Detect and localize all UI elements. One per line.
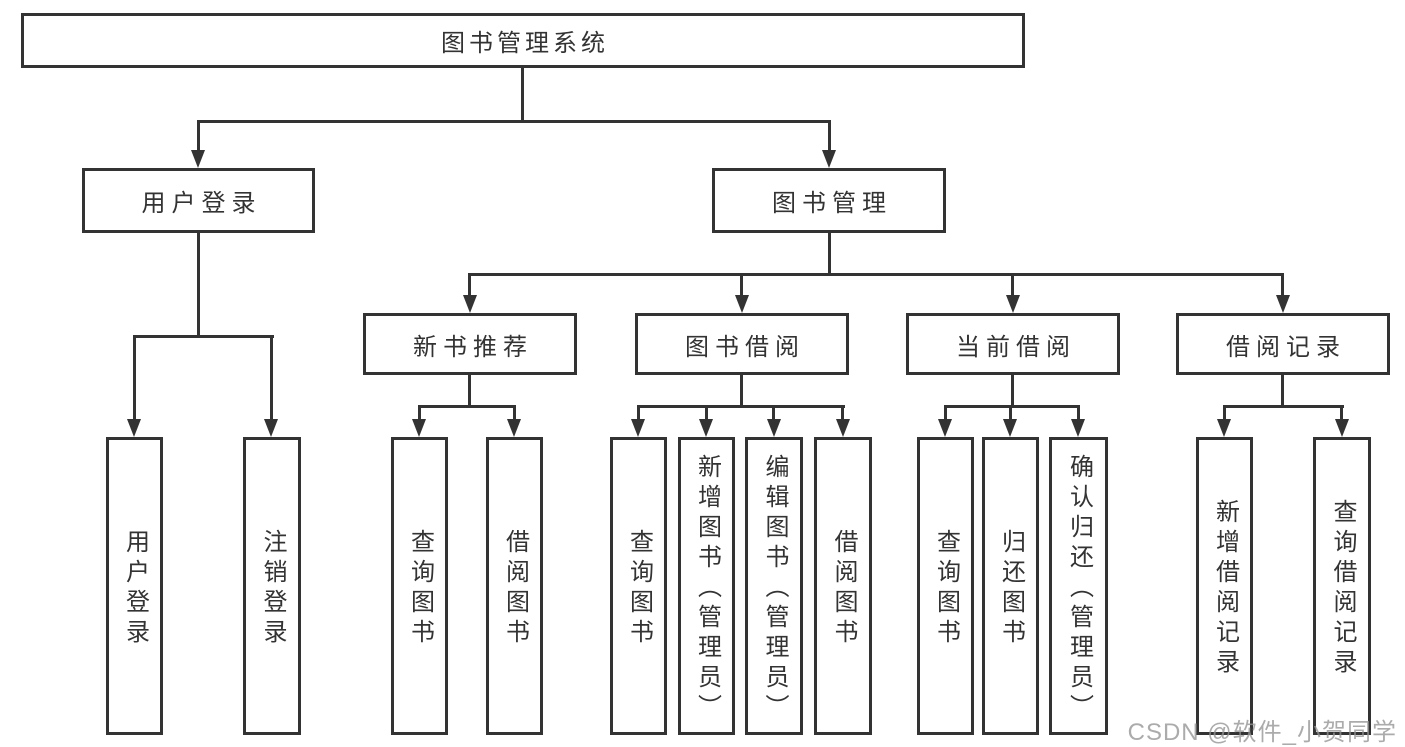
arrow-down-icon [191, 150, 205, 168]
node-label: 新书推荐 [413, 333, 533, 361]
leaf-bb-add-books: 新增图书（管理员） [678, 437, 735, 735]
node-label: 新增图书（管理员） [693, 454, 721, 724]
edge-borrow-records-stem [1281, 375, 1284, 405]
node-label: 查询图书 [625, 529, 653, 649]
arrow-down-icon [264, 419, 278, 437]
leaf-br-query-record: 查询借阅记录 [1313, 437, 1371, 735]
leaf-bb-edit-books: 编辑图书（管理员） [745, 437, 803, 735]
node-label: 注销登录 [259, 529, 286, 649]
node-label: 用户登录 [121, 529, 149, 649]
edge-drop-leaf-logout [270, 335, 273, 420]
leaf-bb-borrow-books: 借阅图书 [814, 437, 872, 735]
arrow-down-icon [463, 295, 477, 313]
edge-drop-borrow-records [1281, 273, 1284, 295]
edge-user-login-bar [133, 335, 274, 338]
arrow-down-icon [767, 419, 781, 437]
node-label: 新增借阅记录 [1211, 499, 1239, 679]
node-user-login: 用户登录 [82, 168, 315, 233]
edge-drop-cb-return [1009, 405, 1012, 419]
leaf-nbr-borrow-books: 借阅图书 [486, 437, 543, 735]
edge-book-mgmt-bar [468, 273, 1284, 276]
edge-root-bar [197, 120, 831, 123]
edge-drop-cb-confirm [1077, 405, 1080, 419]
edge-current-borrow-bar [944, 405, 1080, 408]
node-label: 用户登录 [141, 190, 262, 217]
edge-drop-book-borrow [740, 273, 743, 295]
node-label: 确认归还（管理员） [1065, 454, 1093, 724]
edge-drop-bb-add [705, 405, 708, 419]
leaf-bb-query-books: 查询图书 [610, 437, 667, 735]
arrow-down-icon [1217, 419, 1231, 437]
arrow-down-icon [507, 419, 521, 437]
node-new-book-rec: 新书推荐 [363, 313, 577, 375]
node-label: 图书管理 [772, 190, 892, 217]
edge-drop-leaf-login [133, 335, 136, 420]
node-label: 查询图书 [406, 529, 434, 649]
edge-drop-cb-query [944, 405, 947, 419]
arrow-down-icon [1276, 295, 1290, 313]
edge-user-login-stem [197, 233, 200, 335]
leaf-nbr-query-books: 查询图书 [391, 437, 448, 735]
edge-new-book-rec-stem [468, 375, 471, 405]
edge-drop-bb-edit [772, 405, 775, 419]
csdn-watermark: CSDN @软件_小贺同学 [1127, 719, 1397, 746]
node-label: 借阅图书 [501, 529, 529, 649]
node-current-borrow: 当前借阅 [906, 313, 1120, 375]
node-label: 图书借阅 [685, 333, 805, 361]
arrow-down-icon [1006, 295, 1020, 313]
arrow-down-icon [1335, 419, 1349, 437]
arrow-down-icon [1003, 419, 1017, 437]
arrow-down-icon [836, 419, 850, 437]
node-label: 查询图书 [932, 529, 960, 649]
edge-root-stem [521, 68, 524, 120]
arrow-down-icon [1071, 419, 1085, 437]
edge-drop-br-query [1340, 405, 1343, 419]
node-label: 图书管理系统 [441, 30, 609, 57]
leaf-user-login: 用户登录 [106, 437, 163, 735]
leaf-logout: 注销登录 [243, 437, 301, 735]
edge-drop-new-book-rec [468, 273, 471, 295]
node-borrow-records: 借阅记录 [1176, 313, 1390, 375]
arrow-down-icon [412, 419, 426, 437]
edge-drop-bb-borrow [841, 405, 844, 419]
edge-book-mgmt-stem [828, 233, 831, 276]
edge-drop-br-add [1223, 405, 1226, 419]
node-label: 借阅图书 [830, 529, 857, 649]
arrow-down-icon [631, 419, 645, 437]
edge-drop-nbr-borrow [513, 405, 516, 419]
edge-drop-current-borrow [1011, 273, 1014, 295]
node-label: 借阅记录 [1226, 333, 1346, 361]
arrow-down-icon [127, 419, 141, 437]
leaf-cb-return-books: 归还图书 [982, 437, 1039, 735]
node-book-borrow: 图书借阅 [635, 313, 849, 375]
node-label: 归还图书 [997, 529, 1025, 649]
leaf-br-add-record: 新增借阅记录 [1196, 437, 1253, 735]
leaf-cb-query-books: 查询图书 [917, 437, 974, 735]
edge-book-borrow-bar [637, 405, 845, 408]
leaf-cb-confirm-return: 确认归还（管理员） [1049, 437, 1108, 735]
edge-drop-nbr-query [418, 405, 421, 419]
edge-drop-book-mgmt [828, 120, 831, 151]
edge-book-borrow-stem [740, 375, 743, 405]
node-root: 图书管理系统 [21, 13, 1025, 68]
arrow-down-icon [822, 150, 836, 168]
node-label: 查询借阅记录 [1329, 499, 1356, 679]
node-label: 当前借阅 [956, 333, 1076, 361]
edge-new-book-rec-bar [418, 405, 516, 408]
arrow-down-icon [938, 419, 952, 437]
arrow-down-icon [735, 295, 749, 313]
node-label: 编辑图书（管理员） [761, 454, 788, 724]
arrow-down-icon [699, 419, 713, 437]
node-book-mgmt: 图书管理 [712, 168, 946, 233]
edge-borrow-records-bar [1223, 405, 1344, 408]
edge-current-borrow-stem [1011, 375, 1014, 405]
edge-drop-bb-query [637, 405, 640, 419]
edge-drop-user-login [197, 120, 200, 151]
